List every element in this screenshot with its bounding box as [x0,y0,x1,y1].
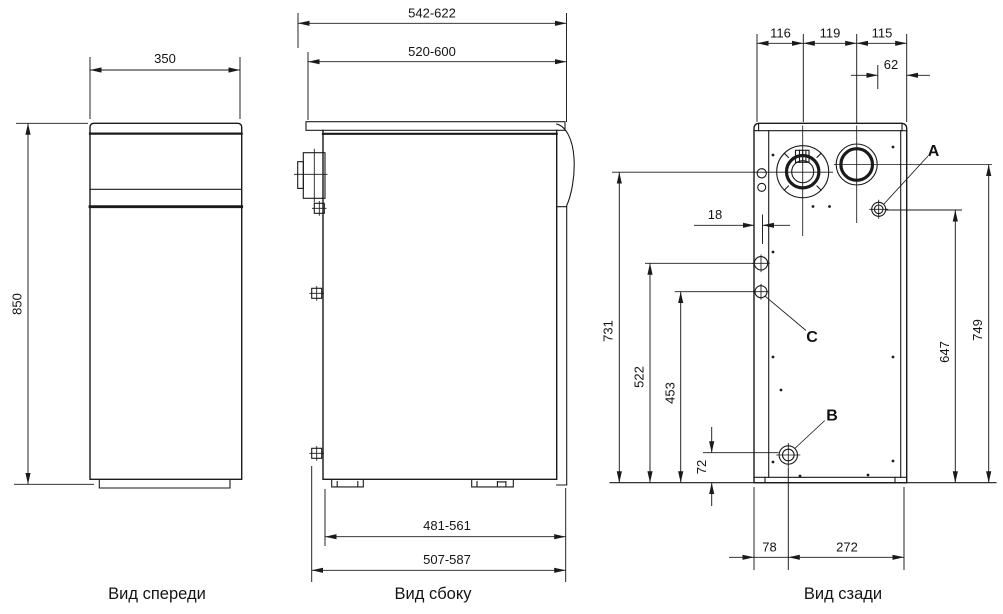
dim-rear-bottom: 78 272 [729,467,905,570]
side-view-label: Вид сбоку [395,585,473,603]
dim-rear-right-height: 749 [970,164,992,483]
dim-749-value: 749 [970,319,985,341]
rear-rivets [771,145,895,478]
dim-rear-top-left-value: 116 [770,26,791,41]
dim-front-width-value: 350 [154,51,176,66]
side-pipe-stub-top [312,201,327,216]
dim-front-height-value: 850 [10,293,25,315]
side-pipe-stub-bottom [309,446,324,461]
dim-647-value: 647 [937,341,952,363]
rear-view: 116 119 115 62 [601,26,997,603]
rear-left-small-ports [756,168,767,192]
dim-side-base-width: 507-587 [311,466,566,582]
dim-rear-top-center-value: 119 [820,26,841,41]
side-rear-bracket [556,123,575,208]
dim-rear-pipe-offset: 18 [694,207,790,244]
dim-72-value: 72 [694,460,709,474]
dim-522-value: 522 [632,366,647,388]
front-cabinet-outline [88,122,244,489]
dim-side-overall-width: 542-622 [297,6,567,122]
front-plinth [98,479,231,489]
side-body-outline [305,121,575,486]
dim-78-value: 78 [762,540,776,555]
dim-272-value: 272 [836,540,858,555]
rear-view-label: Вид сзади [804,585,882,603]
dim-rear-a-offset-value: 62 [884,57,898,72]
side-pipe-stub-middle [309,286,324,301]
point-b-label: B [826,408,838,425]
side-rear-channel [556,206,568,486]
front-view: 350 850 Вид спереди [10,51,244,603]
point-c-label: C [806,329,818,346]
dim-side-feet-value: 481-561 [423,518,471,533]
rear-connection-c: C [752,254,818,346]
dim-731-value: 731 [601,320,616,342]
rear-air-intake [835,125,878,223]
dim-rear-top-chain: 116 119 115 [756,26,908,124]
leader-c [765,295,807,331]
dim-side-feet-width: 481-561 [324,488,567,582]
dim-rear-c2-height: 522 [632,263,653,483]
dim-side-base-value: 507-587 [423,552,471,567]
leader-b [794,420,826,449]
rear-connection-b: B [776,408,838,467]
dim-side-overall-value: 542-622 [408,6,456,21]
dim-side-top-value: 520-600 [408,44,456,59]
dim-rear-a-height: 647 [937,210,958,483]
side-view: 542-622 520-600 [294,6,575,603]
rear-flue-outlet [776,125,830,236]
dim-453-value: 453 [663,382,678,404]
dim-rear-flue-height: 731 [601,172,622,483]
dim-rear-pipe-offset-value: 18 [708,207,722,222]
rear-connection-a: A [869,143,940,219]
point-a-label: A [928,143,940,160]
dim-front-height: 850 [10,122,94,485]
dim-rear-b-height: 72 [694,427,715,506]
dim-front-width: 350 [89,51,241,119]
dim-side-top-width: 520-600 [307,44,567,120]
side-flue-connection [294,148,328,203]
front-view-label: Вид спереди [108,585,206,603]
side-feet [331,479,514,488]
dim-rear-top-right-value: 115 [872,26,893,41]
dim-rear-c-height: 453 [663,291,684,483]
leader-a [883,155,929,205]
rear-panel-outline [753,122,908,484]
dim-rear-a-offset: 62 [851,57,930,89]
